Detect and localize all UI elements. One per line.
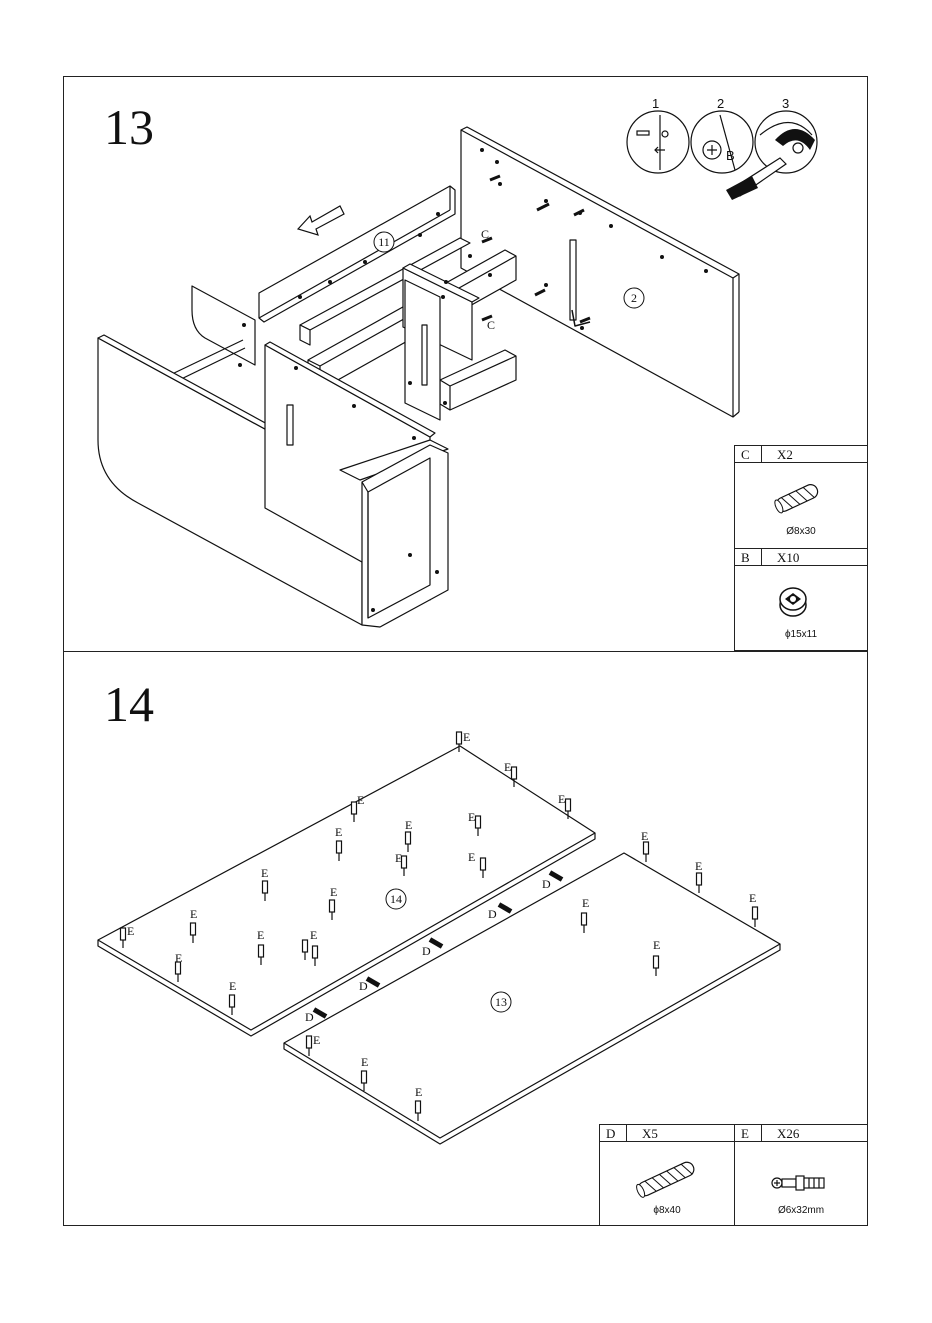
- part-spec: ϕ8x40: [600, 1205, 734, 1216]
- part-spec: ϕ15x11: [735, 629, 867, 640]
- part-spec: Ø6x32mm: [735, 1205, 867, 1216]
- part-spec: Ø8x30: [735, 526, 867, 537]
- step-13-number: 13: [104, 102, 154, 152]
- step-14-number: 14: [104, 679, 154, 729]
